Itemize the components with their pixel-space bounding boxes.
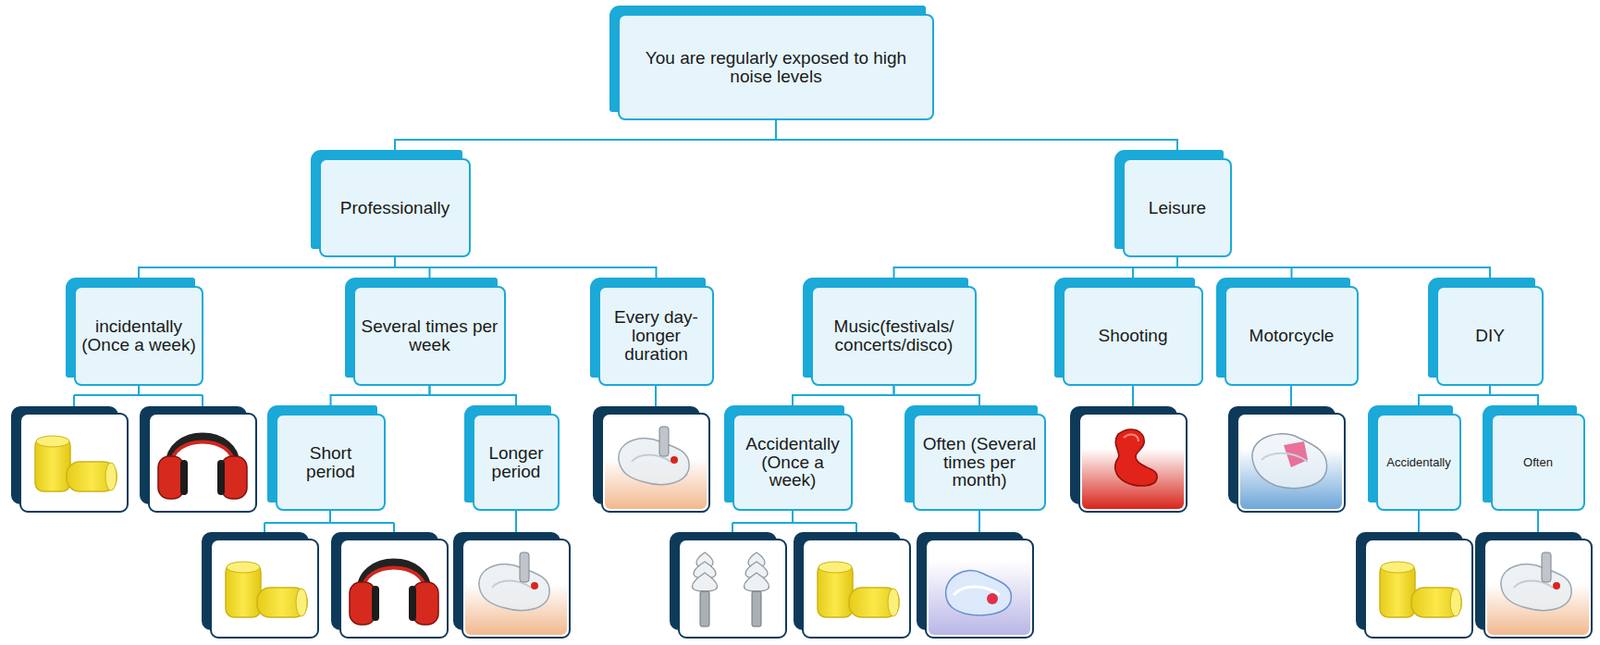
box-label: Every day-longer duration (605, 307, 707, 364)
tree-box: Several times per week (353, 285, 506, 386)
tree-box: DIY (1436, 285, 1544, 386)
box-label: Accidentally (1386, 455, 1451, 469)
box-label: DIY (1475, 326, 1505, 345)
box-label: Shooting (1097, 326, 1168, 345)
box-label: Leisure (1148, 198, 1207, 218)
box-label: You are regularly exposed to high noise … (625, 49, 927, 87)
tree-box: Accidentally (Once a week) (732, 413, 853, 511)
box-label: Often (1523, 455, 1553, 469)
tree-box: Professionally (319, 158, 471, 258)
leader-lines (73, 385, 1539, 532)
box-label: Often (Several times per month) (920, 434, 1039, 491)
tree-box: Shooting (1062, 285, 1204, 386)
tree-box: Often (Several times per month) (912, 413, 1047, 511)
tree-box: Music(festivals/ concerts/disco) (811, 285, 977, 386)
tree-box: Motorcycle (1224, 285, 1359, 386)
box-label: Professionally (340, 198, 450, 218)
tree-box: Every day-longer duration (598, 285, 714, 386)
tree-box: Longer period (472, 413, 560, 511)
tree-box: Short period (275, 413, 386, 511)
box-label: Longer period (480, 443, 553, 481)
tree-box: incidentally (Once a week) (73, 285, 204, 386)
box-label: Motorcycle (1249, 326, 1335, 345)
box-label: Short period (283, 443, 379, 481)
tree-box: Accidentally (1376, 413, 1462, 511)
image-tiles (11, 406, 1592, 638)
box-label: Music(festivals/ concerts/disco) (818, 317, 970, 355)
box-label: Accidentally (Once a week) (739, 434, 846, 491)
box-label: incidentally (Once a week) (81, 317, 197, 355)
tree-box: You are regularly exposed to high noise … (617, 13, 935, 121)
tree-box: Leisure (1122, 158, 1232, 258)
box-label: Several times per week (360, 317, 499, 355)
tree-box: Often (1490, 413, 1586, 511)
